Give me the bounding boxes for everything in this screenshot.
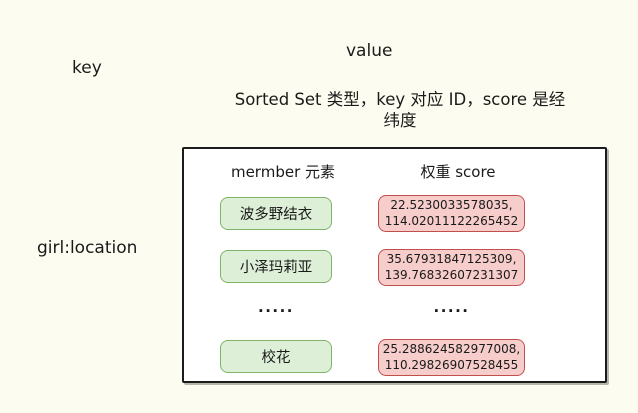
key-label: key	[72, 58, 102, 78]
value-label: value	[346, 41, 393, 61]
score-cell-row3: 25.288624582977008, 110.29826907528455	[378, 339, 525, 376]
member-cell-row1: 波多野结衣	[220, 197, 332, 230]
member-cell-row2: 小泽玛莉亚	[220, 250, 332, 283]
score-cell-row1: 22.5230033578035, 114.02011122265452	[378, 195, 525, 232]
member-column-header: mermber 元素	[230, 163, 336, 181]
diagram-title: Sorted Set 类型，key 对应 ID，score 是经 纬度	[234, 90, 566, 131]
member-ellipsis: .....	[258, 298, 294, 316]
score-cell-row2: 35.67931847125309, 139.76832607231307	[378, 249, 525, 286]
key-name-label: girl:location	[37, 238, 138, 258]
score-ellipsis: .....	[433, 298, 470, 316]
member-cell-row3: 校花	[220, 340, 332, 373]
sorted-set-table: mermber 元素 权重 score 波多野结衣 22.52300335780…	[182, 147, 607, 383]
score-column-header: 权重 score	[420, 163, 496, 181]
